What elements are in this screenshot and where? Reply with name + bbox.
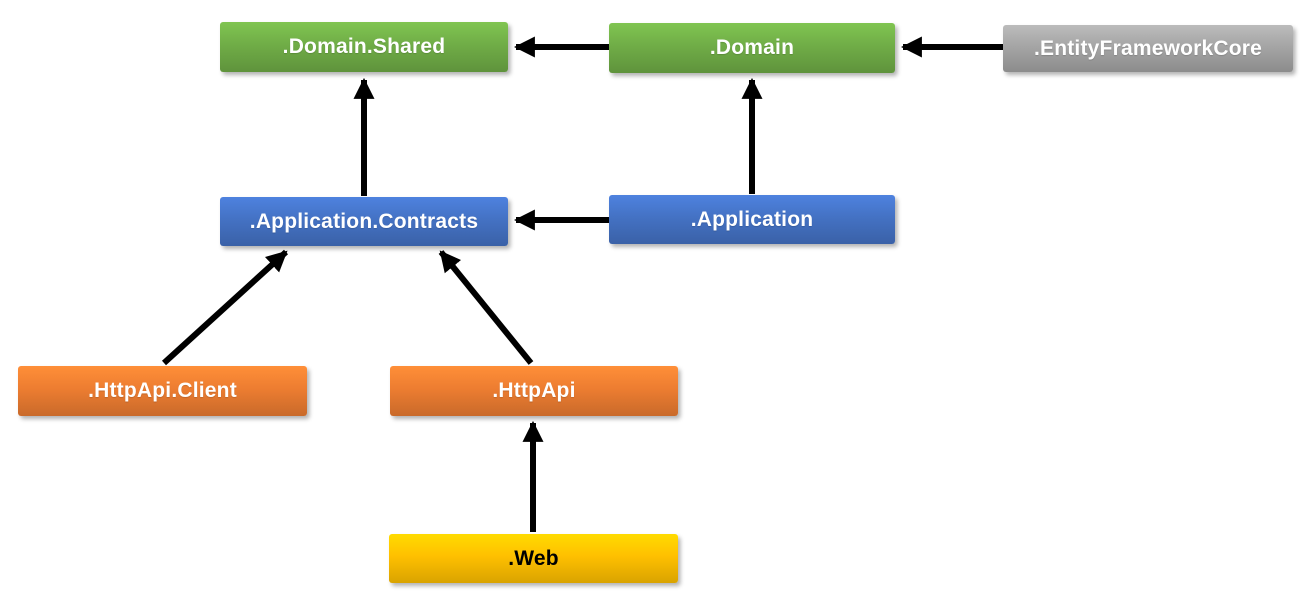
edge-httpapi-client-to-application-contracts — [161, 249, 289, 366]
node-application-label: .Application — [690, 207, 814, 231]
node-application-contracts: .Application.Contracts — [220, 197, 508, 246]
edge-httpapi-to-application-contracts — [438, 250, 534, 365]
node-application: .Application — [609, 195, 895, 244]
node-domain-label: .Domain — [709, 36, 795, 59]
node-domain: .Domain — [609, 23, 895, 73]
node-entity-framework-core: .EntityFrameworkCore — [1003, 25, 1293, 72]
node-domain-shared-label: .Domain.Shared — [282, 35, 446, 58]
node-web: .Web — [389, 534, 678, 583]
node-httpapi-client: .HttpApi.Client — [18, 366, 307, 416]
node-httpapi-client-label: .HttpApi.Client — [88, 379, 237, 402]
node-httpapi: .HttpApi — [390, 366, 678, 416]
node-web-label: .Web — [508, 546, 559, 570]
node-entity-framework-core-label: .EntityFrameworkCore — [1033, 36, 1263, 60]
node-application-contracts-label: .Application.Contracts — [249, 209, 479, 233]
node-httpapi-label: .HttpApi — [492, 379, 576, 402]
node-domain-shared: .Domain.Shared — [220, 22, 508, 72]
